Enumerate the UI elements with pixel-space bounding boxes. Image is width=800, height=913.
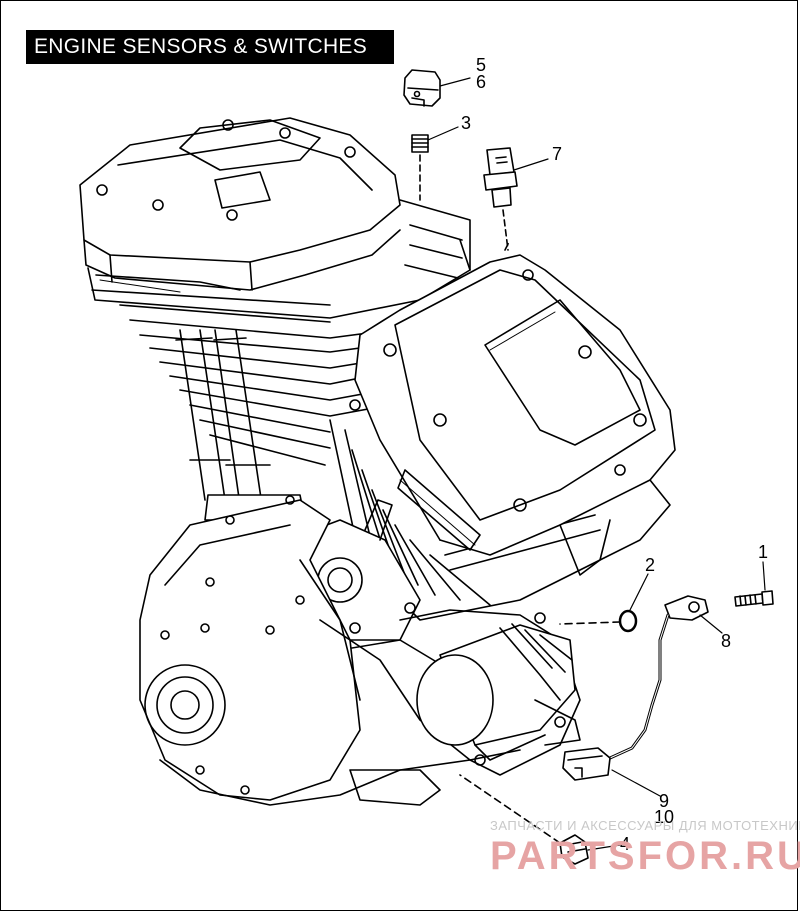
pushrod-tubes [175,329,306,521]
watermark-logo: PARTSFOR.RU [490,834,800,878]
lower-case [319,602,581,806]
rear-rocker-cover [79,117,401,291]
callout-6: 6 [476,72,487,92]
front-rocker-cover [349,254,676,576]
alignment-lines [459,239,621,844]
connector [562,747,611,781]
leader-lines [427,77,766,851]
diagram-title: ENGINE SENSORS & SWITCHES [26,30,394,64]
sensor-top [403,69,441,107]
callout-10: 10 [654,807,675,827]
callout-5: 5 [476,55,487,75]
sensor-lower [559,834,589,865]
callout-2: 2 [645,555,656,575]
callout-3: 3 [461,113,472,133]
sensor-spring [411,134,429,201]
callout-8: 8 [721,631,732,651]
crank-position-sensor [608,595,709,760]
oil-pressure-switch [483,147,518,251]
callout-4: 4 [620,834,631,854]
starter-motor [416,623,581,761]
watermark-caption: ЗАПЧАСТИ И АКСЕССУАРЫ ДЛЯ МОТОТЕХНИКИ [490,818,800,833]
callout-9: 9 [659,791,670,811]
callout-1: 1 [758,542,769,562]
screw-part [734,590,774,607]
callout-7: 7 [552,144,563,164]
o-ring [618,609,638,633]
